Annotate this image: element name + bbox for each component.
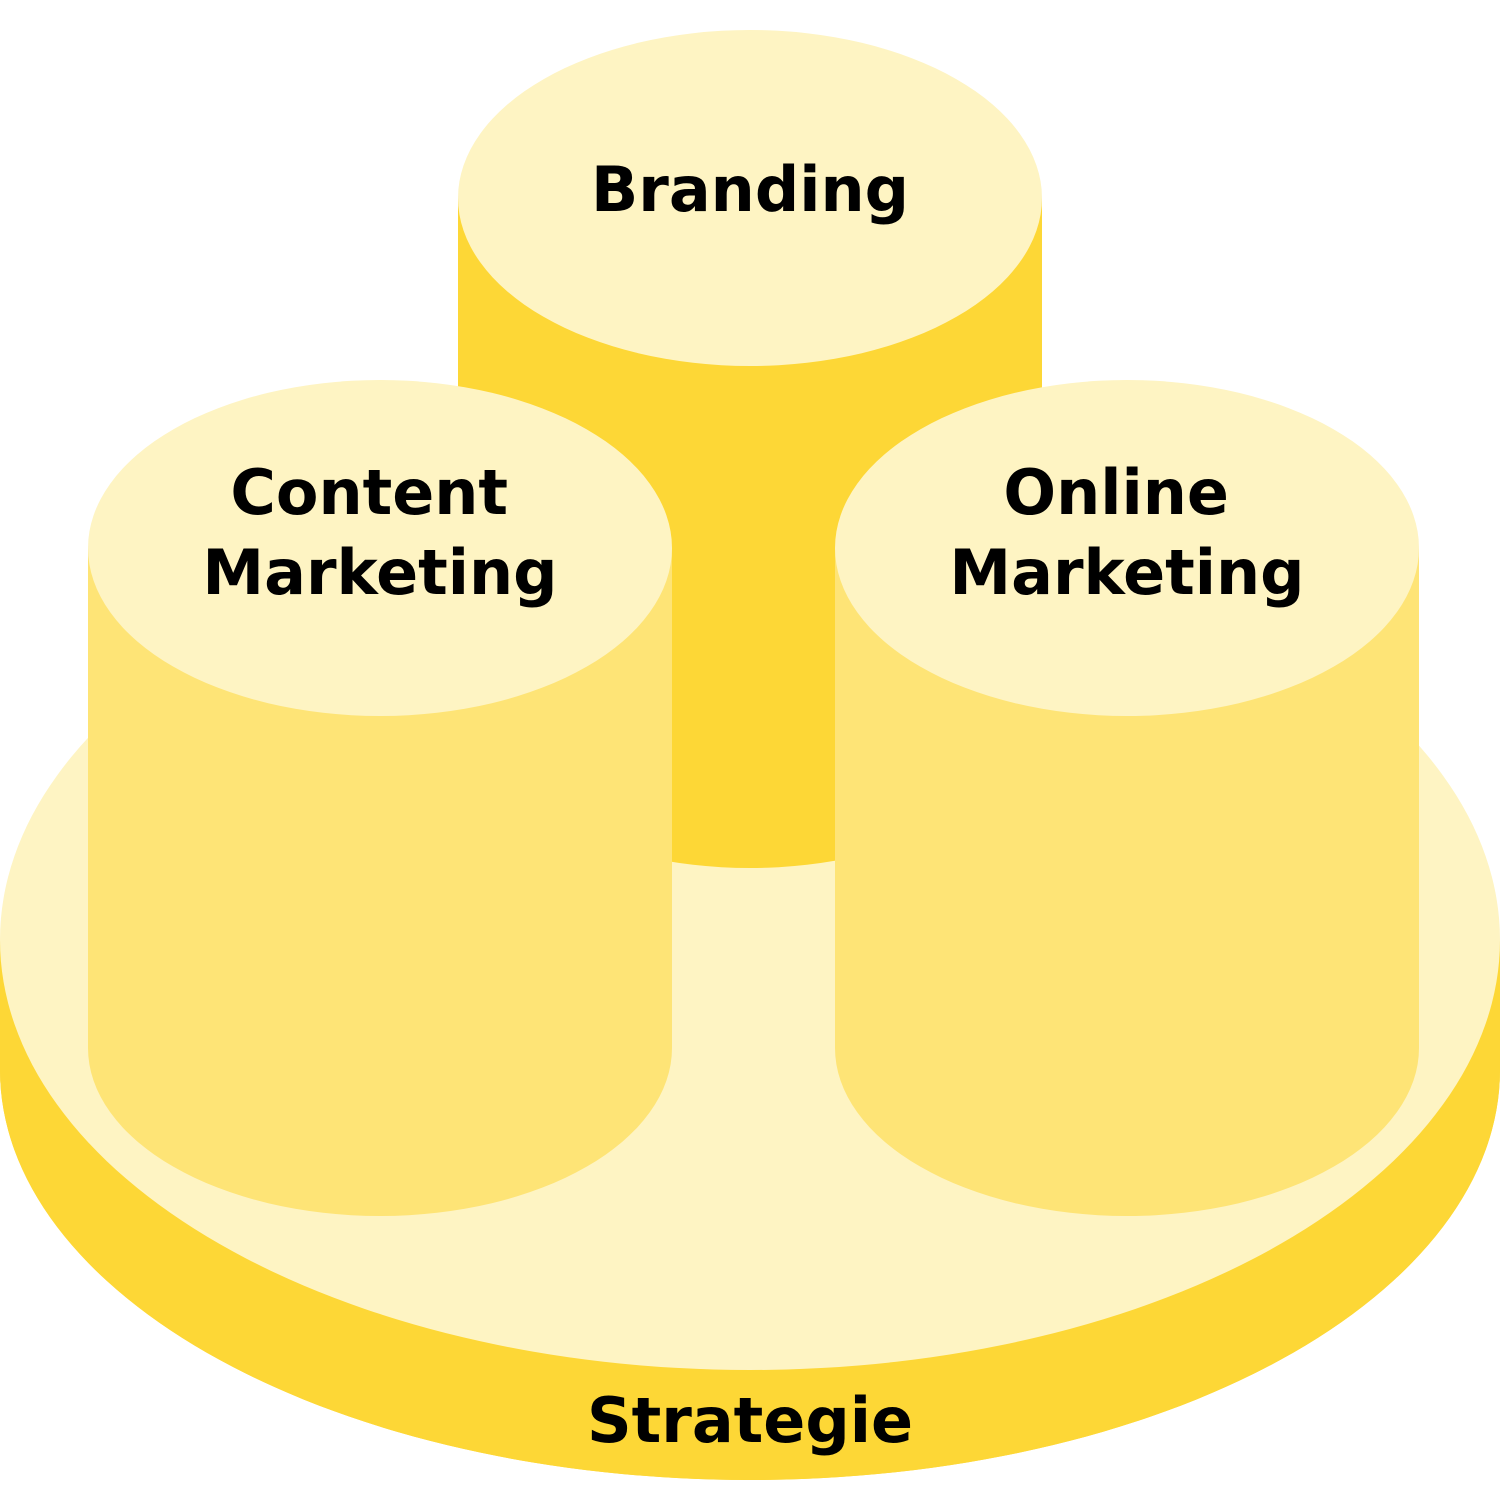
content-marketing-label-line-2: Marketing: [202, 536, 557, 609]
online-marketing-pillar-top: [835, 380, 1419, 716]
branding-label: Branding: [591, 153, 909, 226]
content-marketing-pillar-side: [88, 548, 672, 1216]
online-marketing-label-line-1: Online: [1003, 456, 1229, 529]
online-marketing-label-line-2: Marketing: [949, 536, 1304, 609]
branding-pillar-top: [458, 30, 1042, 366]
online-marketing-pillar-side: [835, 548, 1419, 1216]
pillar-online-marketing: [835, 380, 1419, 1216]
online-marketing-label: Online Marketing: [949, 456, 1304, 609]
content-marketing-label-line-1: Content: [230, 456, 508, 529]
pillar-content-marketing: [88, 380, 672, 1216]
strategie-label: Strategie: [587, 1384, 913, 1457]
content-marketing-pillar-top: [88, 380, 672, 716]
content-marketing-label: Content Marketing: [202, 456, 557, 609]
